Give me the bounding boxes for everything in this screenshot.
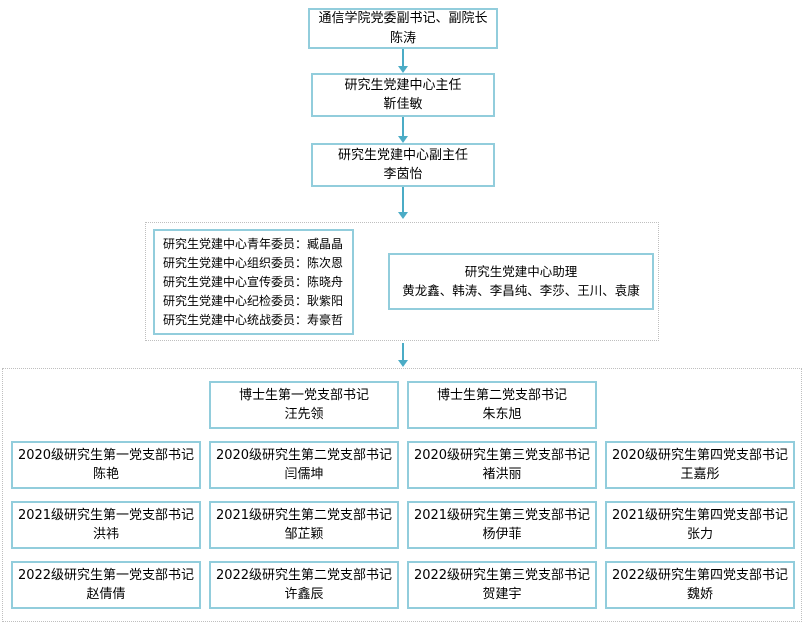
arrow-shaft: [402, 343, 404, 360]
node-title: 2021级研究生第三党支部书记: [413, 507, 591, 523]
node-title: 2022级研究生第四党支部书记: [611, 567, 789, 583]
node-name: 许鑫辰: [284, 587, 324, 602]
arrow-head-icon: [398, 136, 408, 143]
node-grade-branch: 2021级研究生第一党支部书记 洪祎: [11, 501, 201, 549]
committee-box: 研究生党建中心青年委员：臧晶晶 研究生党建中心组织委员：陈次恩 研究生党建中心宣…: [153, 229, 354, 335]
node-name: 褚洪丽: [482, 467, 522, 482]
node-grade-branch: 2020级研究生第一党支部书记 陈艳: [11, 441, 201, 489]
node-name: 陈艳: [92, 467, 119, 482]
node-college-deputy-secretary: 通信学院党委副书记、副院长 陈涛: [308, 8, 498, 49]
arrow-shaft: [402, 117, 404, 136]
node-title: 博士生第一党支部书记: [238, 387, 369, 403]
center-staff-group: 研究生党建中心青年委员：臧晶晶 研究生党建中心组织委员：陈次恩 研究生党建中心宣…: [145, 222, 659, 341]
node-title: 通信学院党委副书记、副院长: [318, 11, 488, 26]
node-title: 2021级研究生第四党支部书记: [611, 507, 789, 523]
node-title: 2020级研究生第三党支部书记: [413, 447, 591, 463]
node-grade-branch: 2022级研究生第四党支部书记 魏娇: [605, 561, 795, 609]
node-title: 2021级研究生第一党支部书记: [17, 507, 195, 523]
node-grade-branch: 2020级研究生第四党支部书记 王嘉彤: [605, 441, 795, 489]
node-title: 博士生第二党支部书记: [436, 387, 567, 403]
node-grade-branch: 2021级研究生第二党支部书记 邹芷颖: [209, 501, 399, 549]
committee-member-line: 研究生党建中心宣传委员：陈晓舟: [163, 274, 344, 289]
node-name: 李茵怡: [383, 167, 423, 182]
node-center-director: 研究生党建中心主任 靳佳敏: [311, 73, 495, 117]
node-names: 黄龙鑫、韩涛、李昌纯、李莎、王川、袁康: [402, 282, 640, 298]
node-name: 赵倩倩: [86, 587, 126, 602]
committee-member-line: 研究生党建中心纪检委员：耿紫阳: [163, 293, 344, 308]
arrow-head-icon: [398, 212, 408, 219]
connector-arrow: [397, 187, 409, 219]
node-title: 2022级研究生第一党支部书记: [17, 567, 195, 583]
node-grade-branch: 2020级研究生第三党支部书记 褚洪丽: [407, 441, 597, 489]
node-name: 闫儒坤: [284, 467, 324, 482]
node-phd-branch-2: 博士生第二党支部书记 朱东旭: [407, 381, 597, 429]
node-name: 王嘉彤: [680, 467, 720, 482]
node-name: 汪先领: [284, 407, 324, 422]
node-grade-branch: 2022级研究生第一党支部书记 赵倩倩: [11, 561, 201, 609]
connector-arrow: [397, 343, 409, 367]
node-grade-branch: 2022级研究生第三党支部书记 贺建宇: [407, 561, 597, 609]
arrow-head-icon: [398, 360, 408, 367]
node-title: 2022级研究生第三党支部书记: [413, 567, 591, 583]
branch-section: 博士生第一党支部书记 汪先领 博士生第二党支部书记 朱东旭 2020级研究生第一…: [2, 368, 802, 622]
node-name: 张力: [686, 527, 713, 542]
node-grade-branch: 2020级研究生第二党支部书记 闫儒坤: [209, 441, 399, 489]
node-title: 研究生党建中心助理: [464, 263, 578, 279]
node-title: 2022级研究生第二党支部书记: [215, 567, 393, 583]
committee-member-line: 研究生党建中心统战委员：寿豪哲: [163, 312, 344, 327]
node-name: 贺建宇: [482, 587, 522, 602]
arrow-head-icon: [398, 66, 408, 73]
node-name: 洪祎: [92, 527, 119, 542]
node-title: 2020级研究生第二党支部书记: [215, 447, 393, 463]
connector-arrow: [397, 117, 409, 143]
node-name: 杨伊菲: [482, 527, 522, 542]
connector-arrow: [397, 49, 409, 73]
node-name: 靳佳敏: [383, 97, 423, 112]
committee-member-line: 研究生党建中心青年委员：臧晶晶: [163, 236, 344, 251]
arrow-shaft: [402, 187, 404, 212]
arrow-shaft: [402, 49, 404, 66]
node-grade-branch: 2022级研究生第二党支部书记 许鑫辰: [209, 561, 399, 609]
node-name: 陈涛: [389, 30, 416, 46]
committee-member-line: 研究生党建中心组织委员：陈次恩: [163, 255, 344, 270]
node-name: 朱东旭: [482, 407, 522, 422]
node-grade-branch: 2021级研究生第三党支部书记 杨伊菲: [407, 501, 597, 549]
node-name: 邹芷颖: [284, 527, 324, 542]
node-grade-branch: 2021级研究生第四党支部书记 张力: [605, 501, 795, 549]
assistant-box: 研究生党建中心助理 黄龙鑫、韩涛、李昌纯、李莎、王川、袁康: [388, 253, 654, 310]
node-title: 研究生党建中心主任: [344, 77, 462, 93]
node-title: 2020级研究生第四党支部书记: [611, 447, 789, 463]
node-title: 研究生党建中心副主任: [337, 147, 468, 163]
node-name: 魏娇: [686, 587, 713, 602]
node-center-deputy-director: 研究生党建中心副主任 李茵怡: [311, 143, 495, 187]
node-title: 2021级研究生第二党支部书记: [215, 507, 393, 523]
node-phd-branch-1: 博士生第一党支部书记 汪先领: [209, 381, 399, 429]
node-title: 2020级研究生第一党支部书记: [17, 447, 195, 463]
